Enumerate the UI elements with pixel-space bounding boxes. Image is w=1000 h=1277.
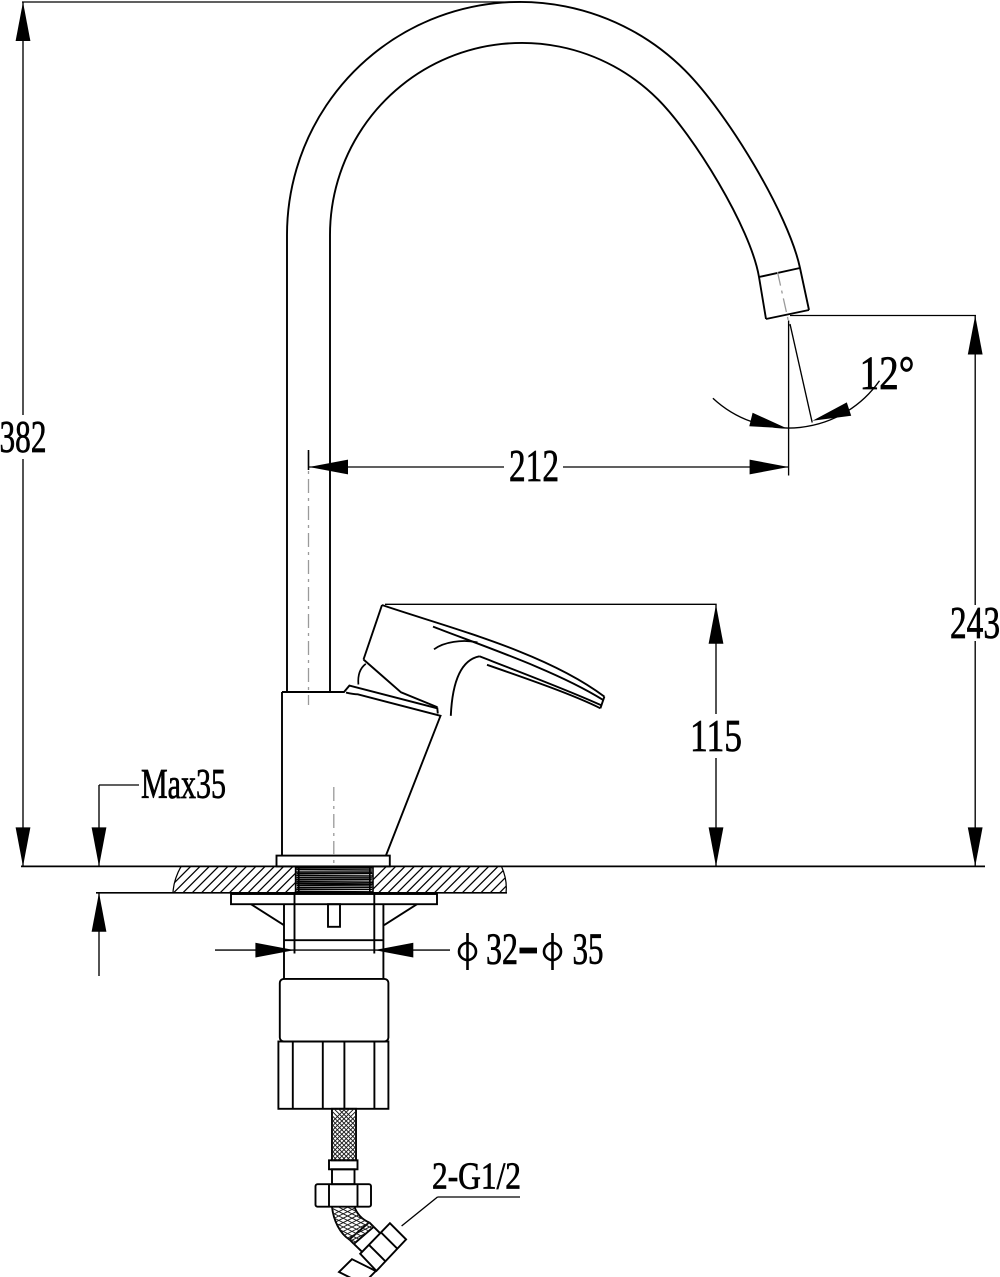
svg-text:12°: 12° <box>860 347 915 400</box>
svg-text:212: 212 <box>509 440 559 491</box>
svg-text:35: 35 <box>573 925 604 974</box>
svg-text:Max35: Max35 <box>141 762 226 808</box>
svg-text:382: 382 <box>0 411 47 462</box>
svg-text:32: 32 <box>486 925 518 974</box>
svg-text:243: 243 <box>950 597 1000 648</box>
svg-text:2-G1/2: 2-G1/2 <box>432 1156 521 1198</box>
svg-text:115: 115 <box>690 710 742 761</box>
